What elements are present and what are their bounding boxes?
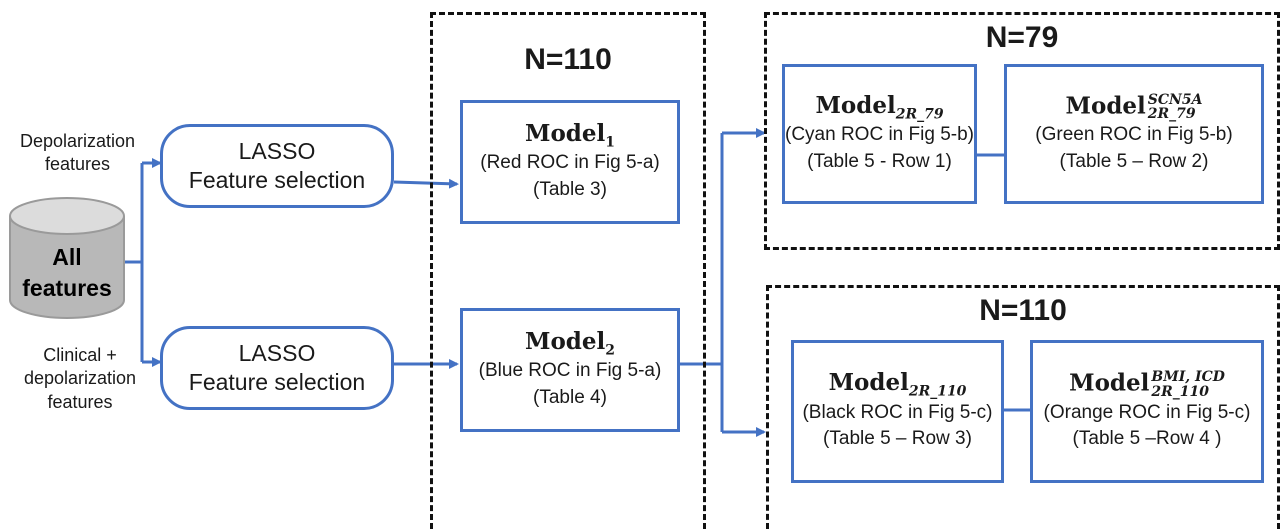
model-2r79-scn5a-table: (Table 5 – Row 2) <box>1059 150 1209 172</box>
model1-node: Model1 (Red ROC in Fig 5-a) (Table 3) <box>460 100 680 224</box>
model-2r79-scn5a-roc: (Green ROC in Fig 5-b) <box>1035 124 1233 146</box>
model1-table: (Table 3) <box>533 178 607 200</box>
lasso-top-node: LASSO Feature selection <box>160 124 394 208</box>
model-2r110-bmi-table: (Table 5 –Row 4 ) <box>1072 428 1222 450</box>
model-2r110-table: (Table 5 – Row 3) <box>823 428 972 450</box>
model-2r79-table: (Table 5 - Row 1) <box>807 150 952 172</box>
group-center: N=110 <box>430 12 706 529</box>
model-2r79-name: Model2R_79 <box>815 91 944 123</box>
model2-roc: (Blue ROC in Fig 5-a) <box>478 360 662 382</box>
group-center-title: N=110 <box>524 43 612 76</box>
model-2r110-roc: (Black ROC in Fig 5-c) <box>802 401 993 423</box>
lasso-bottom-line1: LASSO <box>238 340 316 367</box>
arrow-lasso-top-to-model1 <box>393 178 459 189</box>
model1-roc: (Red ROC in Fig 5-a) <box>480 152 660 174</box>
group-top-right-title: N=79 <box>985 21 1059 54</box>
group-bottom-right-title: N=110 <box>979 294 1067 327</box>
lasso-bottom-line2: Feature selection <box>188 369 366 395</box>
input-label-depolarization: Depolarization features <box>19 131 136 175</box>
model-2r79-node: Model2R_79 (Cyan ROC in Fig 5-b) (Table … <box>782 64 977 204</box>
model2-table: (Table 4) <box>533 386 607 408</box>
group-top-right: N=79 <box>764 12 1280 250</box>
model-2r79-roc: (Cyan ROC in Fig 5-b) <box>785 124 974 146</box>
database-label: All features <box>22 244 112 302</box>
model-2r110-bmi-roc: (Orange ROC in Fig 5-c) <box>1043 401 1251 423</box>
group-bottom-right: N=110 <box>766 285 1280 529</box>
lasso-top-line2: Feature selection <box>188 167 366 193</box>
model1-name: Model1 <box>524 119 615 151</box>
model2-node: Model2 (Blue ROC in Fig 5-a) (Table 4) <box>460 308 680 432</box>
model-2r110-name: Model2R_110 <box>828 369 967 400</box>
input-label-clinical: Clinical + depolarization features <box>23 345 137 412</box>
lasso-top-line1: LASSO <box>238 138 316 165</box>
database-icon <box>9 197 125 319</box>
lasso-bottom-node: LASSO Feature selection <box>160 326 394 410</box>
model-2r110-node: Model2R_110 (Black ROC in Fig 5-c) (Tabl… <box>791 340 1004 483</box>
model2-name: Model2 <box>524 327 615 359</box>
